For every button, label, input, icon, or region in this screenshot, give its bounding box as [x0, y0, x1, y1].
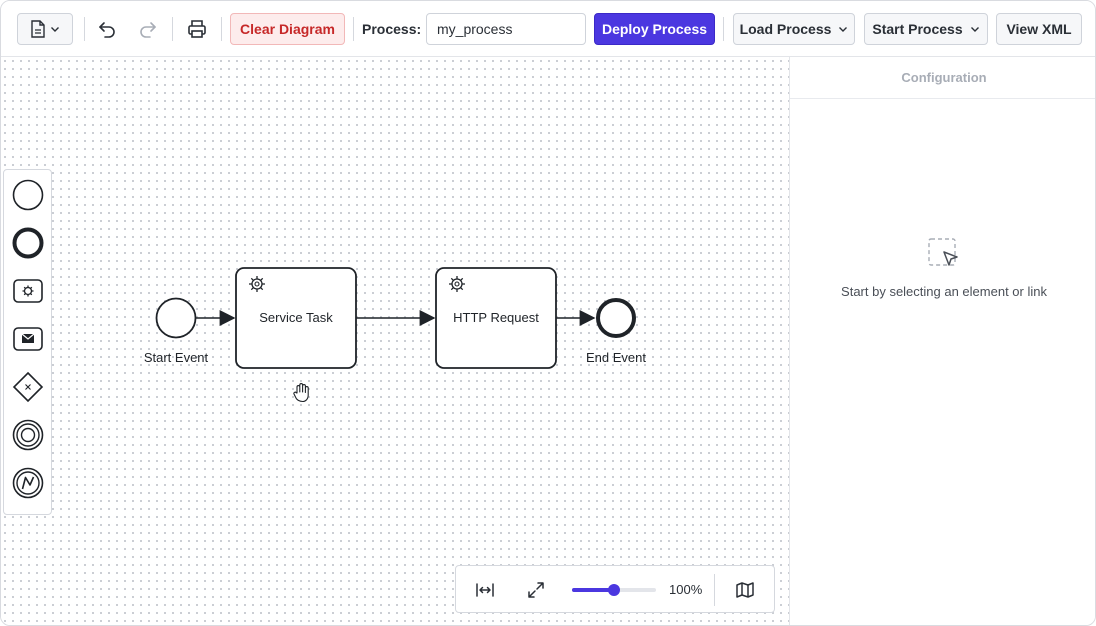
select-pointer-icon [928, 238, 958, 266]
start-process-button[interactable]: Start Process [864, 13, 988, 45]
toolbar-separator [221, 17, 222, 41]
http-request-task-shape[interactable] [435, 267, 557, 369]
palette-intermediate-event[interactable] [9, 416, 47, 454]
empty-state: Start by selecting an element or link [790, 237, 1095, 299]
empty-state-text: Start by selecting an element or link [841, 284, 1047, 299]
service-task-shape[interactable] [235, 267, 357, 369]
properties-panel: Configuration Start by selecting an elem… [789, 57, 1095, 625]
load-process-button[interactable]: Load Process [733, 13, 855, 45]
start-event-icon [12, 179, 44, 211]
redo-button[interactable] [134, 15, 162, 43]
end-event-label: End Event [586, 350, 646, 365]
process-id-input[interactable] [426, 13, 586, 45]
undo-icon [99, 22, 115, 38]
start-event-label: Start Event [143, 350, 209, 365]
minimap-button[interactable] [731, 576, 759, 604]
clear-diagram-button[interactable]: Clear Diagram [230, 13, 345, 45]
toolbar-separator [353, 17, 354, 41]
palette-start-event[interactable] [9, 176, 47, 214]
properties-title: Configuration [790, 57, 1095, 99]
zoom-separator [714, 574, 715, 606]
toolbar-separator [84, 17, 85, 41]
process-diagram [155, 267, 636, 403]
exclusive-gateway-icon [12, 371, 44, 403]
chevron-down-icon [839, 27, 848, 32]
service-task-icon [13, 279, 43, 303]
palette-service-task[interactable] [9, 272, 47, 310]
zoom-slider-fill [572, 588, 614, 592]
start-process-label: Start Process [872, 21, 963, 37]
toolbar-separator [172, 17, 173, 41]
zoom-slider[interactable] [572, 584, 656, 596]
error-event-icon [12, 467, 44, 499]
message-task-icon [13, 327, 43, 351]
redo-icon [140, 22, 156, 38]
fullscreen-button[interactable] [522, 576, 550, 604]
intermediate-event-icon [12, 419, 44, 451]
zoom-slider-thumb[interactable] [608, 584, 620, 596]
deploy-process-button[interactable]: Deploy Process [594, 13, 715, 45]
view-xml-button[interactable]: View XML [996, 13, 1082, 45]
document-icon [31, 20, 45, 38]
palette-error-event[interactable] [9, 464, 47, 502]
expand-icon [528, 582, 544, 598]
chevron-down-icon [970, 27, 979, 32]
service-task-label: Service Task [259, 310, 333, 325]
print-button[interactable] [183, 15, 211, 43]
fit-width-button[interactable] [471, 576, 499, 604]
palette-end-event[interactable] [9, 224, 47, 262]
end-event-shape[interactable] [596, 298, 636, 338]
process-label: Process: [362, 21, 422, 37]
map-icon [736, 582, 754, 598]
palette-exclusive-gateway[interactable] [9, 368, 47, 406]
gear-icon [249, 276, 265, 292]
end-event-icon [12, 227, 44, 259]
file-menu-button[interactable] [17, 13, 73, 45]
undo-button[interactable] [93, 15, 121, 43]
zoom-level-value: 100% [669, 582, 703, 597]
hand-cursor-icon [293, 383, 309, 403]
start-event-shape[interactable] [155, 297, 197, 339]
zoom-controls: 100% [455, 565, 775, 613]
chevron-down-icon [51, 27, 59, 32]
element-palette [3, 169, 52, 515]
palette-message-task[interactable] [9, 320, 47, 358]
http-request-task-label: HTTP Request [453, 310, 539, 325]
toolbar-separator [723, 17, 724, 41]
print-icon [188, 20, 206, 38]
fit-width-icon [476, 583, 494, 597]
load-process-label: Load Process [739, 21, 832, 37]
diagram-canvas[interactable]: Start Event Service Task HTTP Request En… [1, 57, 789, 625]
gear-icon [449, 276, 465, 292]
toolbar: Clear Diagram Process: Deploy Process Lo… [1, 1, 1095, 57]
